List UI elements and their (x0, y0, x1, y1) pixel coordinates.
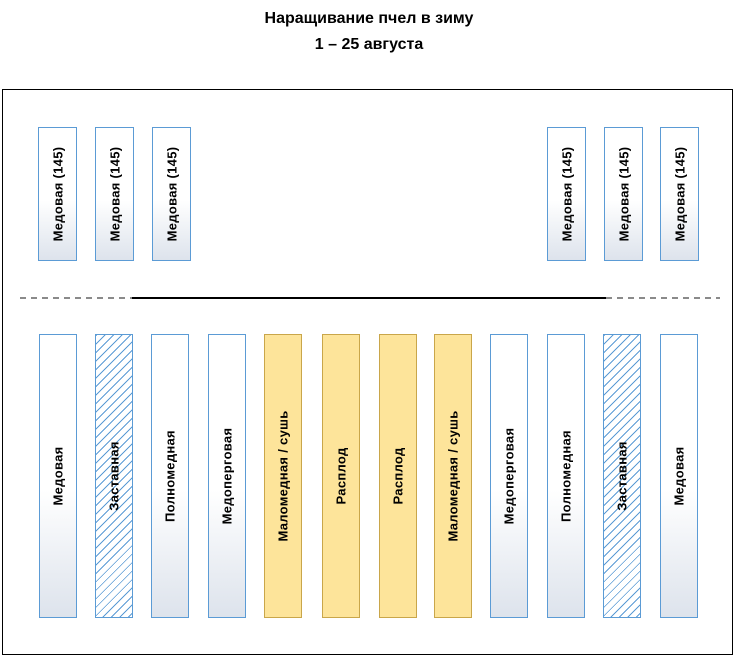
top-frame-6: Медовая (145) (660, 127, 699, 261)
bottom-frame-label: Полномедная (558, 430, 574, 522)
top-frame-label: Медовая (145) (50, 146, 65, 242)
top-frame-4: Медовая (145) (547, 127, 586, 261)
bottom-frame-10: Полномедная (547, 334, 585, 618)
bottom-frame-label: Маломедная / сушь (275, 410, 291, 542)
bottom-frame-label: Заставная (106, 441, 122, 511)
diagram-subtitle-dates: 1 – 25 августа (314, 36, 424, 53)
bottom-frame-4: Медоперговая (208, 334, 246, 618)
bottom-frame-9: Медоперговая (490, 334, 528, 618)
bottom-frame-6: Расплод (322, 334, 360, 618)
bottom-frame-label: Медовая (671, 446, 687, 506)
bottom-frame-12: Медовая (660, 334, 698, 618)
bottom-frame-label: Медовая (50, 446, 66, 506)
top-frame-1: Медовая (145) (38, 127, 77, 261)
bottom-frame-label: Маломедная / сушь (445, 410, 461, 542)
bottom-frame-label: Расплод (333, 447, 349, 505)
bottom-frame-8: Маломедная / сушь (434, 334, 472, 618)
divider-line (20, 297, 720, 299)
top-frame-2: Медовая (145) (95, 127, 134, 261)
bottom-frame-label: Расплод (390, 447, 406, 505)
bottom-frame-1: Медовая (39, 334, 77, 618)
top-frame-label: Медовая (145) (672, 146, 687, 242)
bottom-frame-3: Полномедная (151, 334, 189, 618)
top-frame-5: Медовая (145) (604, 127, 643, 261)
bottom-frame-label: Медоперговая (219, 427, 235, 525)
bottom-frame-7: Расплод (379, 334, 417, 618)
bottom-frame-11: Заставная (603, 334, 641, 618)
bottom-frame-2: Заставная (95, 334, 133, 618)
bottom-frame-label: Медоперговая (501, 427, 517, 525)
top-frame-3: Медовая (145) (152, 127, 191, 261)
bottom-frame-label: Полномедная (162, 430, 178, 522)
bottom-frame-label: Заставная (614, 441, 630, 511)
top-frame-label: Медовая (145) (107, 146, 122, 242)
top-frame-label: Медовая (145) (164, 146, 179, 242)
top-frame-label: Медовая (145) (616, 146, 631, 242)
diagram-title: Наращивание пчел в зиму (264, 10, 474, 27)
top-frame-label: Медовая (145) (559, 146, 574, 242)
bottom-frame-5: Маломедная / сушь (264, 334, 302, 618)
